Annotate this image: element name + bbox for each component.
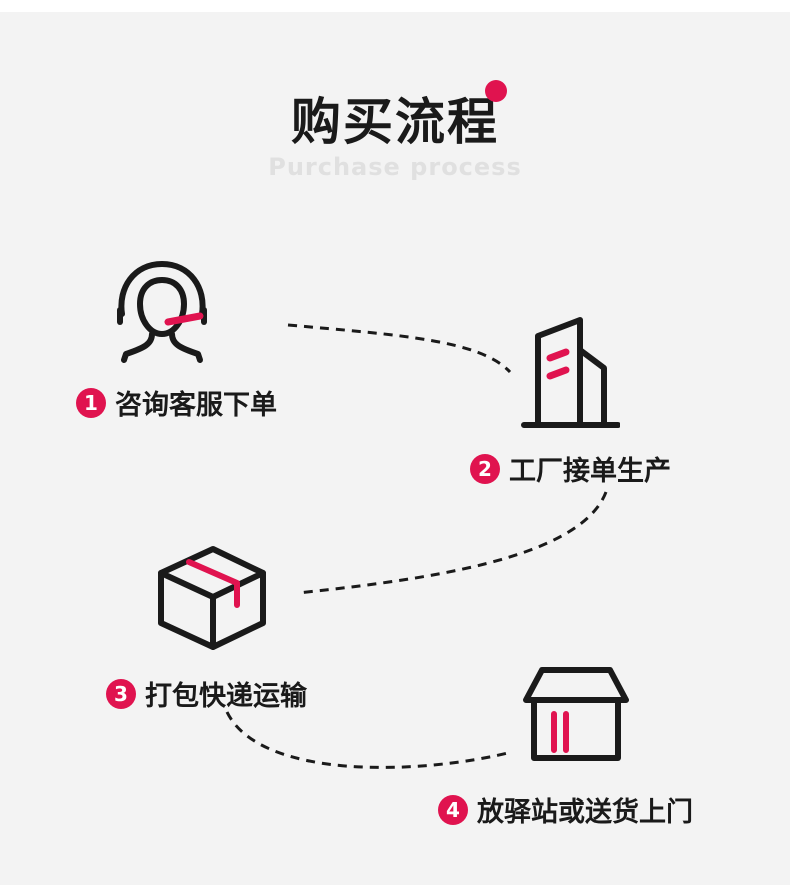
factory-building-icon	[521, 317, 620, 428]
page-title: 购买流程	[291, 93, 499, 151]
step-label: 咨询客服下单	[115, 390, 277, 421]
customer-service-headset-icon	[117, 261, 207, 363]
step-1: 1 咨询客服下单	[76, 383, 277, 422]
step-3: 3 打包快递运输	[106, 674, 307, 713]
page-background	[0, 12, 790, 885]
title-accent-dot	[485, 80, 507, 102]
step-number-badge: 3	[106, 678, 136, 709]
step-label: 放驿站或送货上门	[477, 797, 693, 828]
step-number-badge: 1	[76, 387, 106, 418]
connector-3-to-4	[225, 711, 513, 769]
connector-2-to-3	[297, 491, 608, 595]
storefront-delivery-icon	[523, 667, 629, 761]
step-4: 4 放驿站或送货上门	[438, 790, 693, 829]
step-label: 打包快递运输	[145, 681, 307, 712]
step-label: 工厂接单生产	[509, 456, 671, 487]
connector-1-to-2	[287, 323, 512, 374]
package-box-icon	[158, 546, 266, 650]
step-number-badge: 4	[438, 794, 468, 825]
page-subtitle: Purchase process	[268, 153, 522, 181]
step-2: 2 工厂接单生产	[470, 449, 671, 488]
step-number-badge: 2	[470, 453, 500, 484]
